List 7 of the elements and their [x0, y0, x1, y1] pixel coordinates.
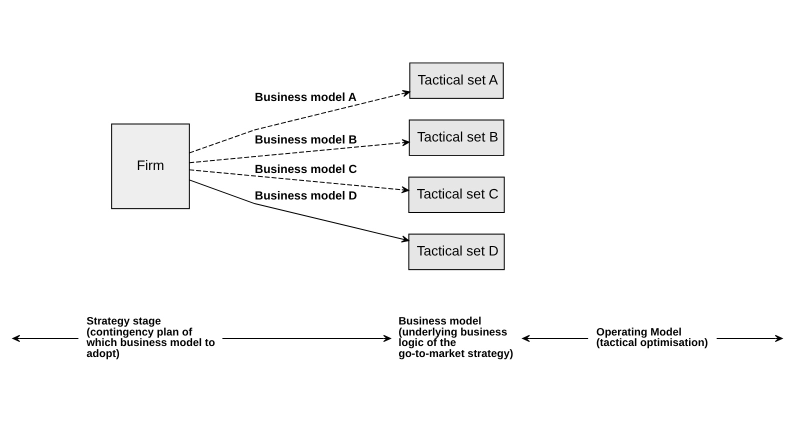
node-text: Strategy stage (contingency plan of which business model to adopt)	[86, 316, 216, 360]
edge-label: Business model B	[254, 132, 358, 146]
node-text: Operating Model (tactical optimisation)	[596, 326, 708, 350]
edge-label: Business model C	[254, 162, 358, 176]
edge-label: Business model A	[254, 90, 357, 104]
node-text: Business model (underlying business logic of the go-to-market strategy)	[398, 316, 514, 360]
edge-label: Business model D	[254, 188, 358, 202]
